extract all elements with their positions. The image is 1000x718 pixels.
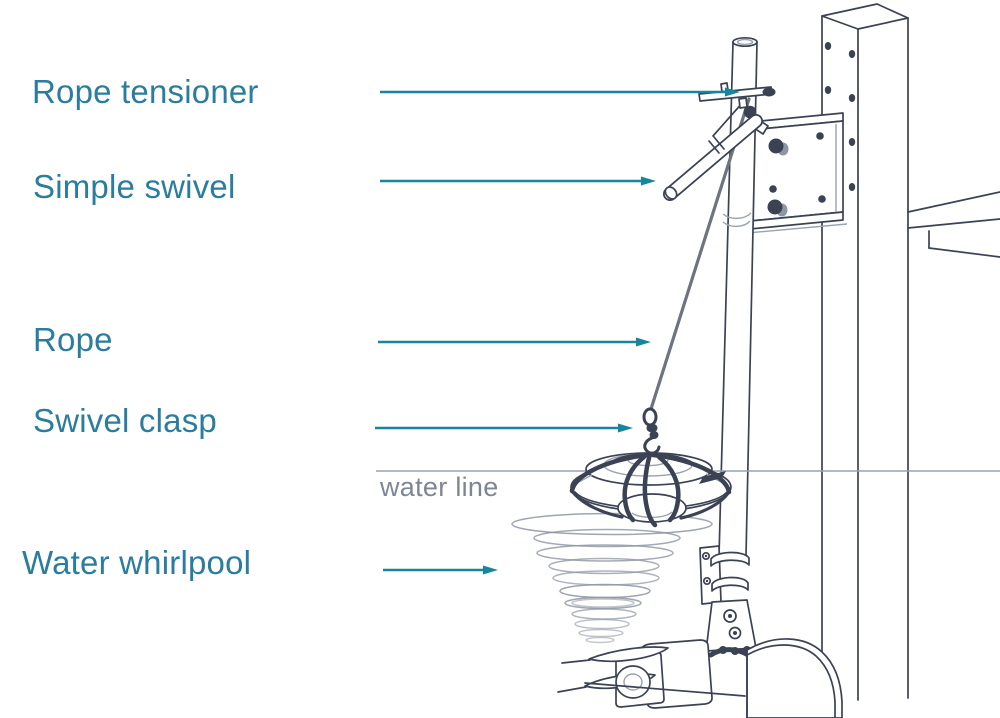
label-rope-tensioner: Rope tensioner xyxy=(32,73,259,110)
label-simple-swivel: Simple swivel xyxy=(33,168,236,205)
post-holes xyxy=(824,42,856,191)
label-rope: Rope xyxy=(33,321,113,358)
arrow-rope xyxy=(378,337,651,347)
label-swivel-clasp: Swivel clasp xyxy=(33,402,217,439)
label-water-line: water line xyxy=(380,472,499,502)
rope-line xyxy=(649,97,751,411)
whirlpool-rings xyxy=(511,512,713,644)
pump-motor xyxy=(746,638,843,718)
arrow-water-whirlpool xyxy=(383,565,498,575)
bracket-holes xyxy=(769,132,826,203)
arrow-rope-tensioner xyxy=(380,87,740,97)
pointer-arrows xyxy=(375,87,740,575)
float-straps xyxy=(569,451,732,528)
support-beam xyxy=(907,191,1000,258)
propeller xyxy=(557,639,746,709)
bracket-knobs xyxy=(767,138,789,217)
arrow-simple-swivel xyxy=(380,176,656,186)
pipe-clamp xyxy=(699,545,757,663)
post xyxy=(821,3,909,704)
swivel-clasp-part xyxy=(642,407,661,455)
arrow-swivel-clasp xyxy=(375,423,633,433)
label-water-whirlpool: Water whirlpool xyxy=(22,544,252,581)
float-disc xyxy=(569,451,732,528)
swivel-handle xyxy=(663,114,769,201)
